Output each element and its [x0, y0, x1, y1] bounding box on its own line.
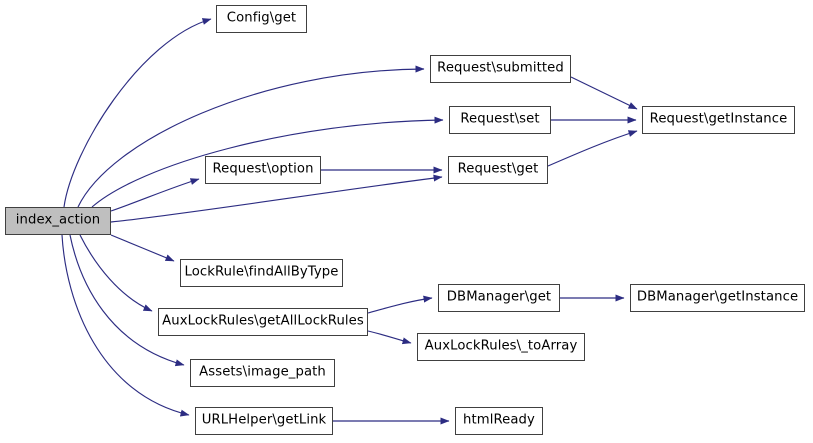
graph-node-index_action[interactable]: index_action [5, 207, 111, 235]
edge-index_action-to-assets_image_path [69, 234, 185, 367]
graph-node-label: Config\get [226, 10, 297, 26]
edge-request_submitted-to-request_getinstance [570, 76, 638, 110]
graph-node-htmlready[interactable]: htmlReady [455, 407, 543, 435]
graph-node-label: Request\set [460, 111, 540, 127]
edge-auxlockrules_getalllockrules-to-auxlockrules_toarray [367, 330, 412, 345]
graph-node-label: Assets\image_path [199, 364, 326, 380]
edge-index_action-to-lockrule_findallbytype [110, 234, 175, 262]
graph-node-label: LockRule\findAllByType [184, 264, 339, 280]
graph-node-label: Request\getInstance [649, 111, 788, 127]
graph-node-dbmanager_getinstance[interactable]: DBManager\getInstance [630, 284, 805, 312]
edge-auxlockrules_getalllockrules-to-dbmanager_get [367, 295, 433, 314]
graph-node-label: URLHelper\getLink [201, 412, 327, 428]
graph-node-request_set[interactable]: Request\set [449, 106, 551, 134]
graph-node-request_getinstance[interactable]: Request\getInstance [642, 106, 795, 134]
graph-node-label: Request\option [212, 161, 314, 177]
graph-node-auxlockrules_toarray[interactable]: AuxLockRules\_toArray [417, 333, 585, 361]
edge-index_action-to-request_submitted [77, 65, 425, 208]
graph-node-auxlockrules_getalllockrules[interactable]: AuxLockRules\getAllLockRules [158, 308, 368, 336]
edge-index_action-to-auxlockrules_getalllockrules [79, 234, 153, 312]
graph-node-request_option[interactable]: Request\option [205, 156, 321, 184]
graph-node-request_submitted[interactable]: Request\submitted [430, 55, 571, 83]
graph-node-label: DBManager\getInstance [636, 289, 799, 305]
edge-index_action-to-request_option [110, 178, 200, 212]
graph-node-assets_image_path[interactable]: Assets\image_path [190, 359, 335, 387]
graph-node-label: AuxLockRules\_toArray [424, 338, 578, 354]
graph-node-label: AuxLockRules\getAllLockRules [162, 313, 364, 329]
graph-node-label: Request\submitted [437, 60, 564, 76]
graph-node-label: index_action [15, 212, 101, 228]
graph-node-label: Request\get [457, 161, 539, 177]
graph-node-label: DBManager\get [446, 289, 552, 305]
edge-request_get-to-request_getinstance [547, 130, 638, 167]
graph-node-request_get[interactable]: Request\get [448, 156, 548, 184]
graph-node-config_get[interactable]: Config\get [216, 5, 307, 33]
graph-node-lockrule_findallbytype[interactable]: LockRule\findAllByType [180, 259, 343, 287]
graph-node-dbmanager_get[interactable]: DBManager\get [438, 284, 560, 312]
graph-node-label: htmlReady [463, 412, 535, 428]
edge-index_action-to-config_get [63, 18, 212, 208]
graph-node-urlhelper_getlink[interactable]: URLHelper\getLink [195, 407, 333, 435]
